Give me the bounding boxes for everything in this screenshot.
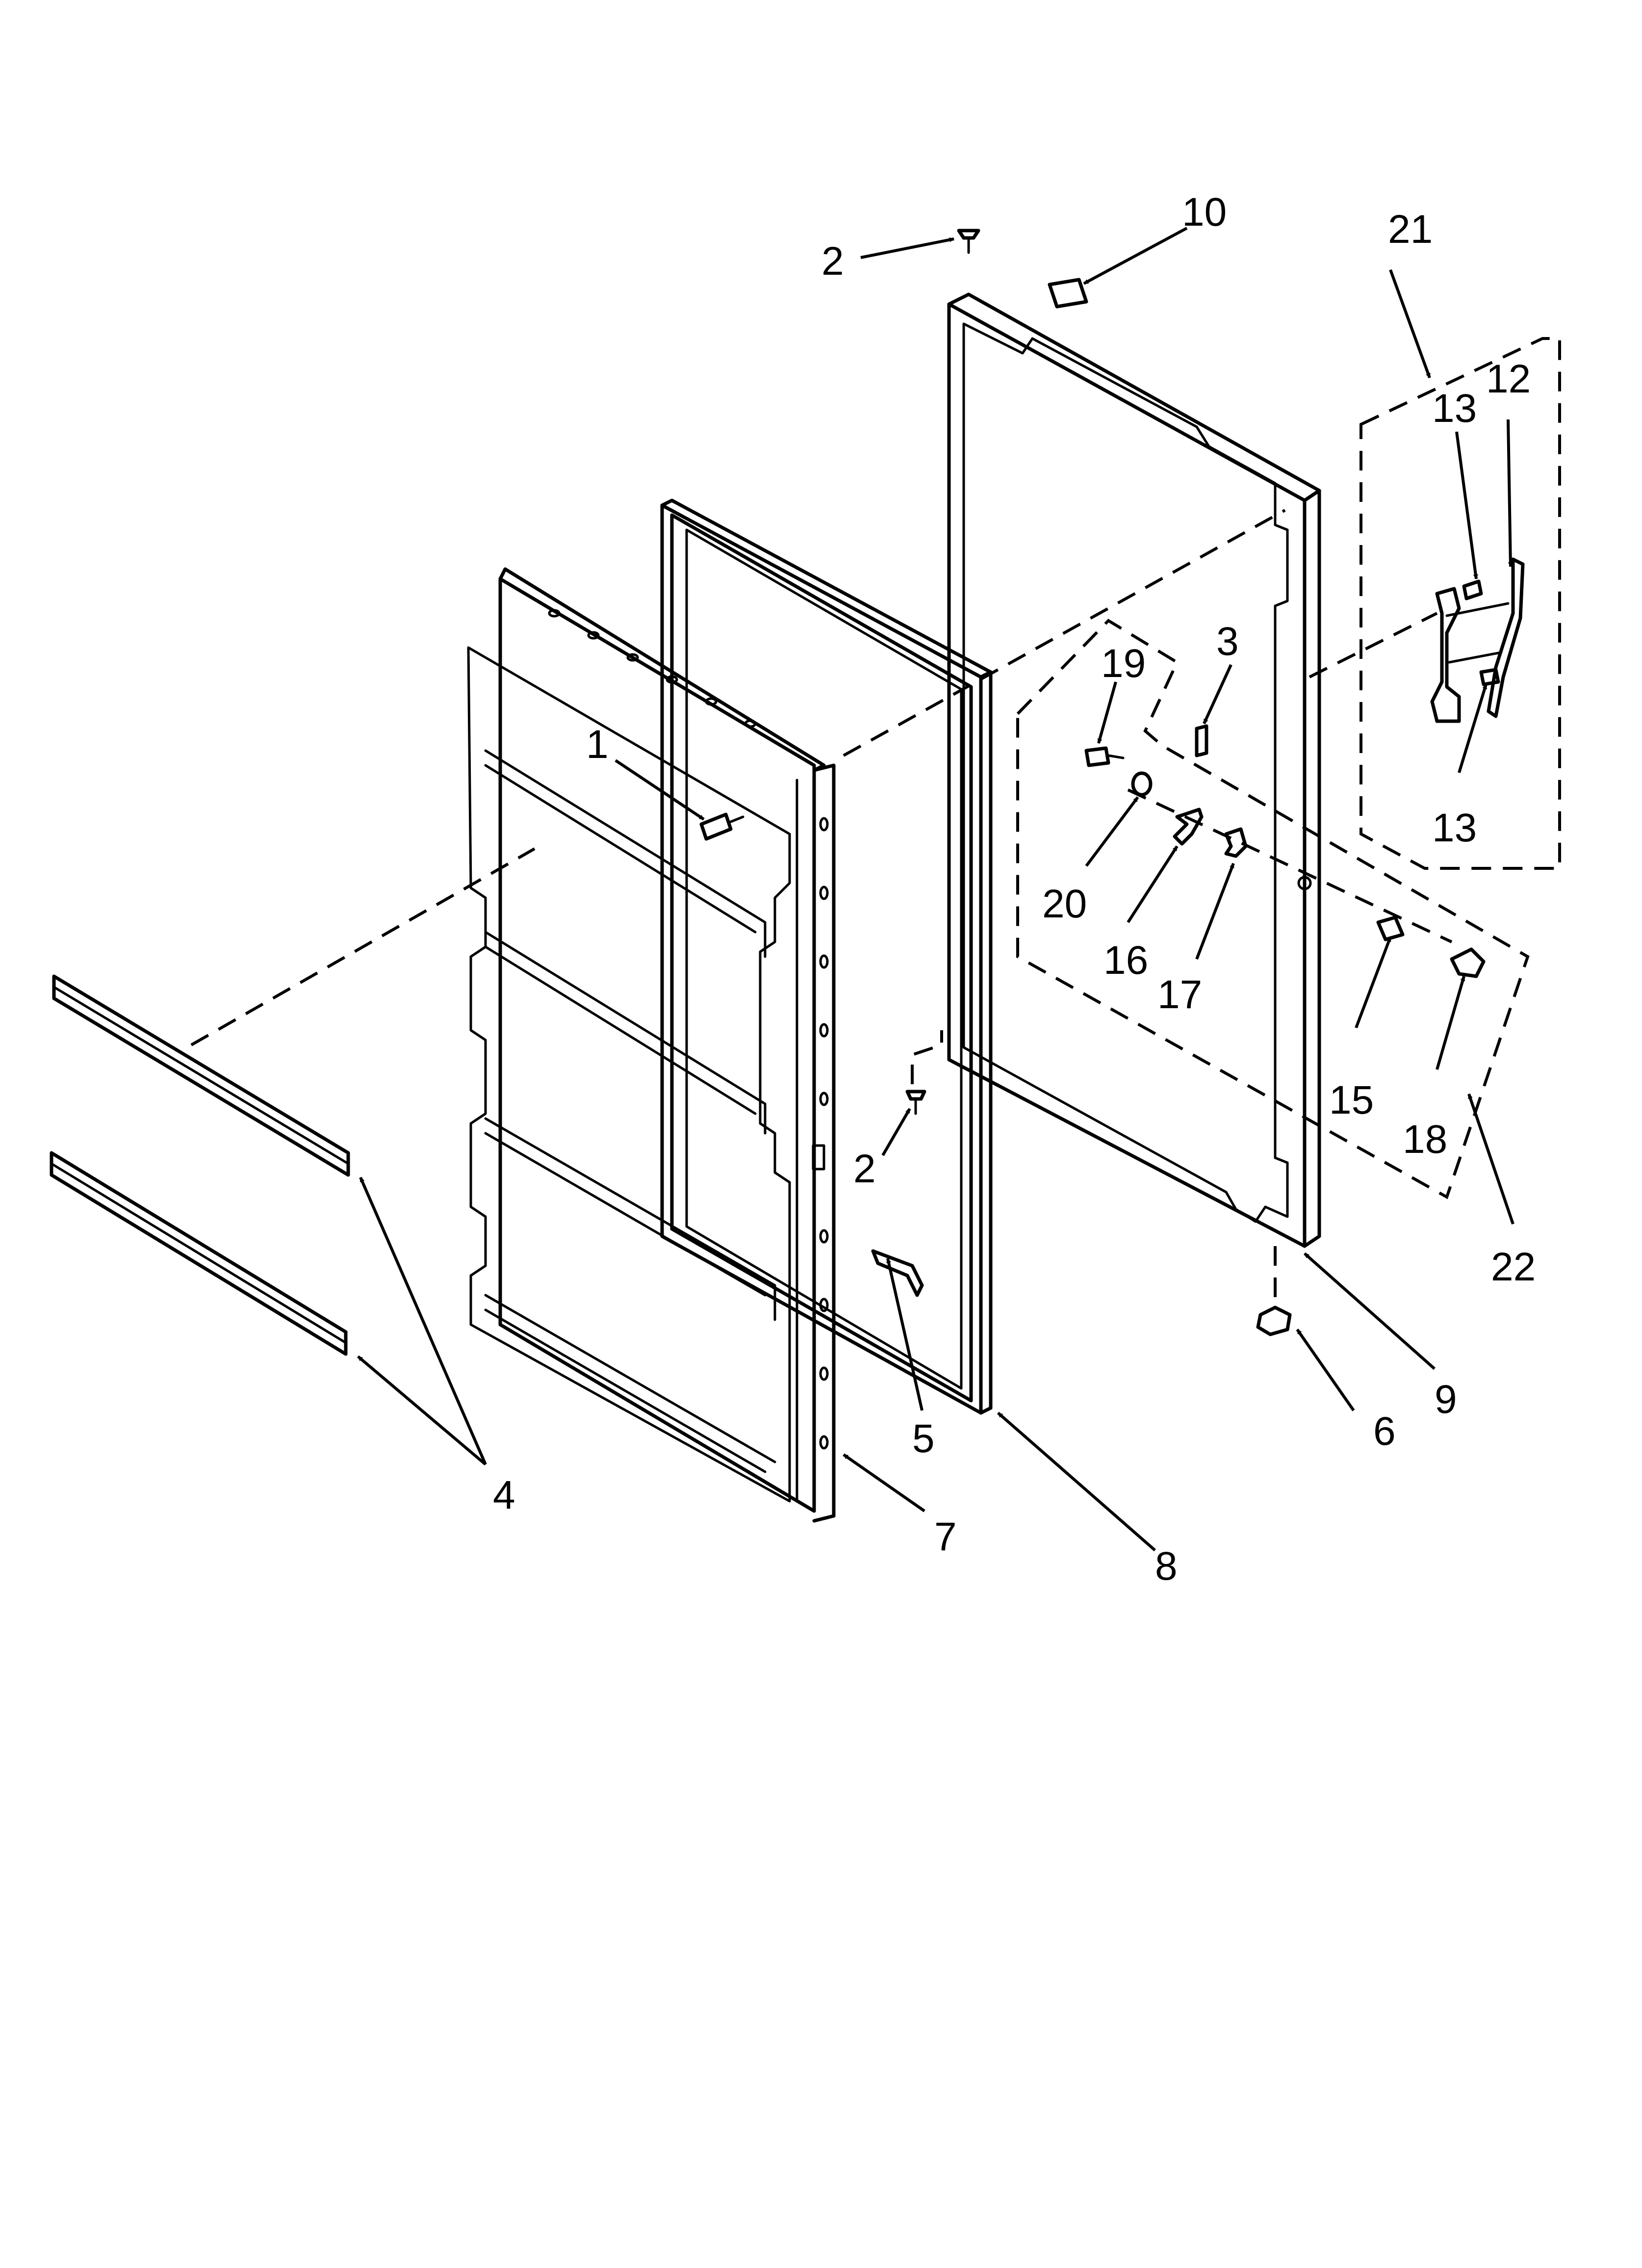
assembly-dash-lines <box>190 337 1561 1305</box>
callout-22: 22 <box>1491 1245 1536 1289</box>
callout-9: 9 <box>1435 1377 1457 1422</box>
liner-holes <box>548 609 829 1450</box>
door-gasket <box>660 498 993 1415</box>
leader-lines <box>357 227 1514 1552</box>
callout-15: 15 <box>1329 1078 1374 1122</box>
callout-13-bottom: 13 <box>1432 806 1477 850</box>
callout-6: 6 <box>1373 1409 1396 1454</box>
callout-21: 21 <box>1388 207 1433 252</box>
door-rails <box>50 974 350 1356</box>
callout-13-top: 13 <box>1432 386 1477 431</box>
callout-1: 1 <box>586 722 609 767</box>
callout-labels: 1 2 2 3 4 5 6 7 8 9 10 12 13 13 15 16 17… <box>493 190 1536 1589</box>
callout-5: 5 <box>912 1416 935 1461</box>
callout-2-top: 2 <box>821 239 844 284</box>
callout-16: 16 <box>1103 938 1148 983</box>
callout-18: 18 <box>1403 1117 1447 1162</box>
callout-10: 10 <box>1182 190 1227 235</box>
door-outer-panel <box>947 292 1321 1248</box>
callout-8: 8 <box>1155 1544 1178 1589</box>
callout-7: 7 <box>934 1514 957 1559</box>
callout-17: 17 <box>1157 972 1202 1017</box>
callout-20: 20 <box>1042 882 1087 926</box>
door-liner <box>467 567 836 1523</box>
callout-12: 12 <box>1486 357 1531 401</box>
callout-4: 4 <box>493 1473 515 1517</box>
callout-2-lower: 2 <box>853 1147 876 1191</box>
callout-19: 19 <box>1101 641 1146 686</box>
callout-3: 3 <box>1216 619 1239 664</box>
